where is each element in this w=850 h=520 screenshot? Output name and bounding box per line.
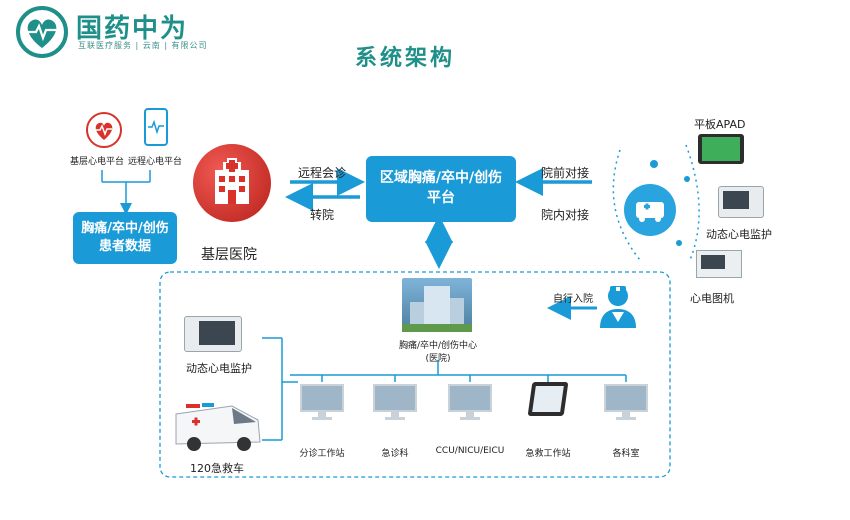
station-label-emergency: 急诊科 (381, 449, 409, 459)
ecg-machine-icon (696, 250, 742, 278)
station-label-departments: 各科室 (612, 449, 640, 459)
arrow-label-transfer: 转院 (310, 208, 335, 222)
tablet-label: 平板APAD (694, 118, 746, 131)
platform-line2: 平台 (427, 190, 455, 206)
hospital-label: 基层医院 (201, 247, 257, 263)
regional-platform-box: 区域胸痛/卒中/创伤 平台 (366, 156, 516, 222)
heart-monitor-icon (86, 112, 122, 148)
center-label-line1: 胸痛/卒中/创伤中心 (398, 341, 478, 351)
arrow-label-prehospital: 院前对接 (541, 166, 590, 180)
arrow-label-inhospital: 院内对接 (541, 208, 590, 222)
doctor-icon (598, 282, 638, 330)
ambulance-vehicle-icon (172, 398, 264, 454)
holter-monitor-icon (718, 186, 764, 218)
device-label-basic-ecg: 基层心电平台 (70, 157, 125, 167)
center-label-line2: (医院) (425, 354, 451, 364)
monitor-icon (300, 384, 344, 420)
holter-monitor-bottom-icon (184, 316, 242, 352)
tablet-station-icon (527, 382, 569, 418)
monitor-icon (373, 384, 417, 420)
center-hospital-building-icon (402, 278, 472, 332)
tablet-icon (698, 134, 744, 164)
device-label-remote-ecg: 远程心电平台 (128, 157, 183, 167)
hospital-icon (193, 144, 271, 222)
page-title: 系统架构 (355, 46, 456, 71)
ambulance-circle-icon (624, 184, 676, 236)
station-label-triage: 分诊工作站 (299, 449, 345, 459)
dot-icon (684, 176, 690, 182)
patient-data-line1: 胸痛/卒中/创伤 (81, 221, 169, 236)
monitor-icon (448, 384, 492, 420)
phone-ecg-icon (144, 108, 168, 146)
holter-label-right: 动态心电监护 (706, 228, 772, 241)
ambulance-label: 120急救车 (190, 462, 244, 475)
center-label: 胸痛/卒中/创伤中心 (医院) (392, 338, 484, 364)
ecg-machine-label: 心电图机 (690, 292, 734, 305)
station-label-rescue: 急救工作站 (525, 449, 571, 459)
patient-data-box: 胸痛/卒中/创伤 患者数据 (73, 212, 177, 264)
arrow-label-remote-consult: 远程会诊 (298, 166, 347, 180)
holter-label-bottom: 动态心电监护 (186, 362, 252, 375)
patient-data-line2: 患者数据 (98, 239, 151, 254)
station-label-icu: CCU/NICU/EICU (435, 446, 505, 456)
monitor-icon (604, 384, 648, 420)
logo-mark-icon (14, 6, 70, 58)
platform-line1: 区域胸痛/卒中/创伤 (379, 170, 503, 186)
dot-icon (650, 160, 658, 168)
logo-subtitle: 互联医疗服务 | 云南 | 有限公司 (78, 41, 208, 50)
logo-name: 国药中为 (76, 14, 189, 44)
self-admission-label: 自行入院 (553, 294, 593, 305)
dot-icon (676, 240, 682, 246)
